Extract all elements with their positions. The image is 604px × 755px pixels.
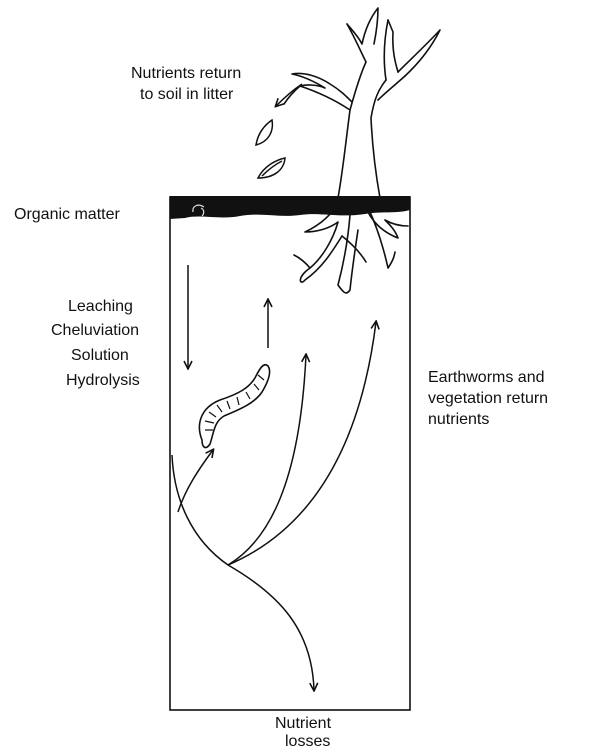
litter-label-line2: to soil in litter [140, 84, 233, 105]
process-label-solution: Solution [71, 345, 129, 366]
tree-icon [284, 8, 440, 293]
return-label-line2: vegetation return [428, 388, 548, 409]
worm-return-arrow [178, 450, 213, 512]
nutrient-loss-arrow [228, 565, 314, 690]
litter-label-line1: Nutrients return [131, 63, 241, 84]
return-label-line1: Earthworms and [428, 367, 545, 388]
leaf-icon [256, 120, 285, 178]
downward-flow-curve [172, 455, 228, 565]
earthworm-icon [199, 365, 269, 448]
process-label-hydrolysis: Hydrolysis [66, 370, 140, 391]
vegetation-return-arrow-2 [228, 322, 376, 565]
vegetation-return-arrow-1 [228, 355, 306, 565]
process-label-cheluviation: Cheluviation [51, 320, 139, 341]
organic-matter-label: Organic matter [14, 204, 120, 225]
process-label-leaching: Leaching [68, 296, 133, 317]
organic-layer [170, 196, 410, 219]
losses-label-line2: losses [285, 731, 330, 752]
soil-profile-box [170, 197, 410, 710]
return-label-line3: nutrients [428, 409, 489, 430]
litter-arrow [276, 84, 302, 106]
